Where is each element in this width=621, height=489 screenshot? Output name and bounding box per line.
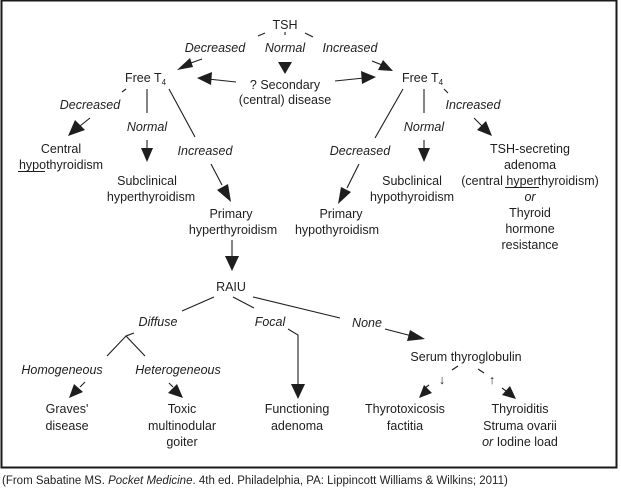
node-free-t4-right: Free T4 xyxy=(402,71,444,87)
arrowhead-icon xyxy=(278,62,292,74)
arrowhead-icon xyxy=(177,58,193,70)
node-factitia-line1: Thyrotoxicosis xyxy=(365,402,445,416)
edge-raiu-diffuse xyxy=(181,296,215,312)
arrowhead-icon xyxy=(168,384,183,398)
label-left-normal: Normal xyxy=(127,120,169,134)
node-secondary-line2: (central) disease xyxy=(239,93,331,107)
label-focal: Focal xyxy=(255,315,287,329)
arrowhead-icon xyxy=(197,72,212,85)
label-right-increased: Increased xyxy=(446,98,502,112)
figure-caption: (From Sabatine MS. Pocket Medicine. 4th … xyxy=(2,475,508,487)
node-toxic-mng-line2: multinodular xyxy=(148,419,216,433)
label-left-decreased: Decreased xyxy=(60,98,121,112)
label-tsh-increased: Increased xyxy=(323,41,379,55)
label-tsh-decreased: Decreased xyxy=(185,41,246,55)
edge-raiu-focal xyxy=(232,296,255,309)
edge-left-increased-a xyxy=(168,88,196,138)
edge-tg-up-b xyxy=(501,387,507,392)
node-free-t4-left: Free T4 xyxy=(125,71,167,87)
diagram-frame xyxy=(0,0,618,469)
arrowhead-icon xyxy=(407,330,425,341)
label-none: None xyxy=(352,316,382,330)
edge-right-increased-b xyxy=(473,117,483,127)
edge-tsh-increased xyxy=(304,32,314,38)
edge-raiu-none-b xyxy=(384,328,413,337)
arrowhead-icon xyxy=(338,187,351,204)
node-thyroiditis-line2: Struma ovarii xyxy=(483,419,557,433)
node-functioning-adenoma-line2: adenoma xyxy=(271,419,323,433)
label-left-increased: Increased xyxy=(178,144,234,158)
node-secondary-line1: ? Secondary xyxy=(250,78,321,92)
arrowhead-icon xyxy=(378,60,393,71)
node-tsh: TSH xyxy=(273,18,298,32)
node-subclinical-hyper-line2: hyperthyroidism xyxy=(107,190,195,204)
edge-raiu-none-a xyxy=(252,296,341,319)
node-tsh-adenoma-line3: (central hyperthyroidism) xyxy=(461,174,599,188)
arrowhead-icon xyxy=(361,71,376,84)
arrowhead-icon xyxy=(291,384,305,399)
edge-right-increased-a xyxy=(443,88,449,94)
edge-diffuse-stem xyxy=(125,332,135,337)
edge-tg-up-a xyxy=(477,368,485,374)
node-primary-hyper-line2: hyperthyroidism xyxy=(189,223,277,237)
node-thyroid-resistance-line1: Thyroid xyxy=(509,206,551,220)
edge-diffuse-split xyxy=(106,335,146,357)
node-graves-line2: disease xyxy=(45,419,88,433)
arrowhead-icon xyxy=(217,184,231,202)
node-primary-hyper-line1: Primary xyxy=(209,207,253,221)
arrowhead-icon xyxy=(68,120,85,136)
node-thyroid-resistance-line2: hormone xyxy=(505,222,554,236)
node-primary-hypo-line2: hypothyroidism xyxy=(295,223,379,237)
node-subclinical-hypo-line1: Subclinical xyxy=(382,174,442,188)
edge-tsh-decreased xyxy=(257,32,266,37)
node-functioning-adenoma-line1: Functioning xyxy=(265,402,330,416)
arrowhead-icon xyxy=(69,384,83,398)
arrowhead-icon xyxy=(419,385,432,398)
node-subclinical-hyper-line1: Subclinical xyxy=(117,174,177,188)
edge-secondary-to-right xyxy=(334,77,365,82)
label-heterogeneous: Heterogeneous xyxy=(135,363,220,377)
arrowhead-icon xyxy=(477,121,492,136)
node-serum-thyroglobulin: Serum thyroglobulin xyxy=(410,350,521,364)
edge-focal-adenoma xyxy=(287,328,299,386)
node-thyroid-resistance-line3: resistance xyxy=(502,238,559,252)
label-tsh-normal: Normal xyxy=(265,41,307,55)
node-factitia-line2: factitia xyxy=(387,419,423,433)
node-thyroiditis-line3: or Iodine load xyxy=(482,435,558,449)
label-homogeneous: Homogeneous xyxy=(21,363,102,377)
node-toxic-mng-line1: Toxic xyxy=(168,402,196,416)
edge-right-decreased-a xyxy=(374,88,404,139)
edge-homogeneous-graves xyxy=(79,381,86,388)
arrow-up-icon: ↑ xyxy=(489,373,495,387)
arrowhead-icon xyxy=(141,148,153,162)
arrowhead-icon xyxy=(502,386,516,399)
node-central-hypo-line1: Central xyxy=(41,142,81,156)
arrowhead-icon xyxy=(225,256,239,271)
edge-left-decreased-b xyxy=(79,117,91,127)
node-thyroiditis-line1: Thyroiditis xyxy=(492,402,549,416)
arrow-down-icon: ↓ xyxy=(439,373,445,387)
edge-left-increased-b xyxy=(210,163,223,186)
label-right-normal: Normal xyxy=(404,120,446,134)
node-tsh-adenoma-line2: adenoma xyxy=(504,158,556,172)
node-raiu: RAIU xyxy=(216,280,246,294)
node-subclinical-hypo-line2: hypothyroidism xyxy=(370,190,454,204)
label-right-decreased: Decreased xyxy=(330,144,391,158)
node-toxic-mng-line3: goiter xyxy=(166,435,197,449)
label-diffuse: Diffuse xyxy=(139,315,178,329)
edge-heterogeneous-tmng xyxy=(168,382,174,388)
edge-tg-down-a xyxy=(451,365,459,371)
node-central-hypo-line2: hypothyroidism xyxy=(19,158,103,172)
node-graves-line1: Graves' xyxy=(46,402,89,416)
edge-secondary-to-left xyxy=(207,78,237,83)
edge-right-decreased-b xyxy=(346,163,360,189)
node-primary-hypo-line1: Primary xyxy=(319,207,363,221)
edge-increased-to-free-t4-right xyxy=(371,60,383,66)
node-tsh-adenoma-line1: TSH-secreting xyxy=(490,142,570,156)
arrowhead-icon xyxy=(418,148,430,162)
node-tsh-adenoma-or: or xyxy=(524,190,536,204)
edge-left-decreased-a xyxy=(121,88,127,93)
